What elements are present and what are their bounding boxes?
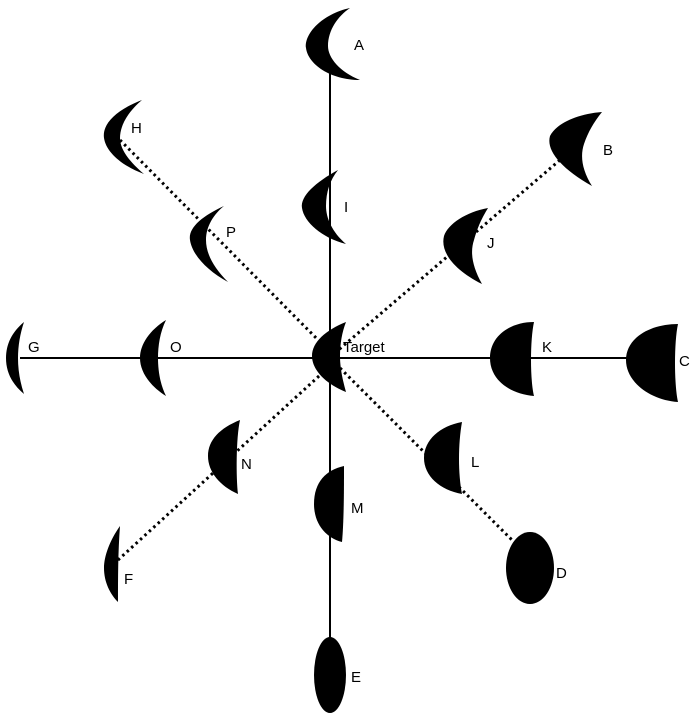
label-a: A (354, 37, 364, 54)
label-o: O (170, 339, 182, 356)
label-b: B (603, 142, 613, 159)
shape-b (549, 112, 602, 186)
shape-l (424, 422, 462, 494)
label-d: D (556, 565, 567, 582)
shape-h (104, 100, 144, 174)
shape-m (314, 466, 344, 542)
shape-i (302, 170, 346, 244)
label-k: K (542, 339, 552, 356)
shape-k (490, 322, 534, 396)
label-e: E (351, 669, 361, 686)
label-i: I (344, 199, 348, 216)
shapes (6, 8, 678, 713)
shape-f (104, 526, 120, 602)
shape-c (626, 324, 678, 402)
label-g: G (28, 339, 40, 356)
diagonal-line-h-target (120, 140, 330, 352)
shape-d (506, 532, 554, 604)
label-p: P (226, 224, 236, 241)
shape-n (208, 420, 240, 494)
label-m: M (351, 500, 364, 517)
label-c: C (679, 353, 690, 370)
label-n: N (241, 456, 252, 473)
shape-j (443, 208, 488, 284)
shape-a (306, 8, 360, 80)
label-target: Target (343, 339, 386, 356)
label-f: F (124, 571, 133, 588)
label-h: H (131, 120, 142, 137)
label-j: J (487, 235, 495, 252)
shape-labels: A B C D E F G H I J K L M N O P Target (28, 37, 690, 686)
shape-e (314, 637, 346, 713)
label-l: L (471, 454, 479, 471)
